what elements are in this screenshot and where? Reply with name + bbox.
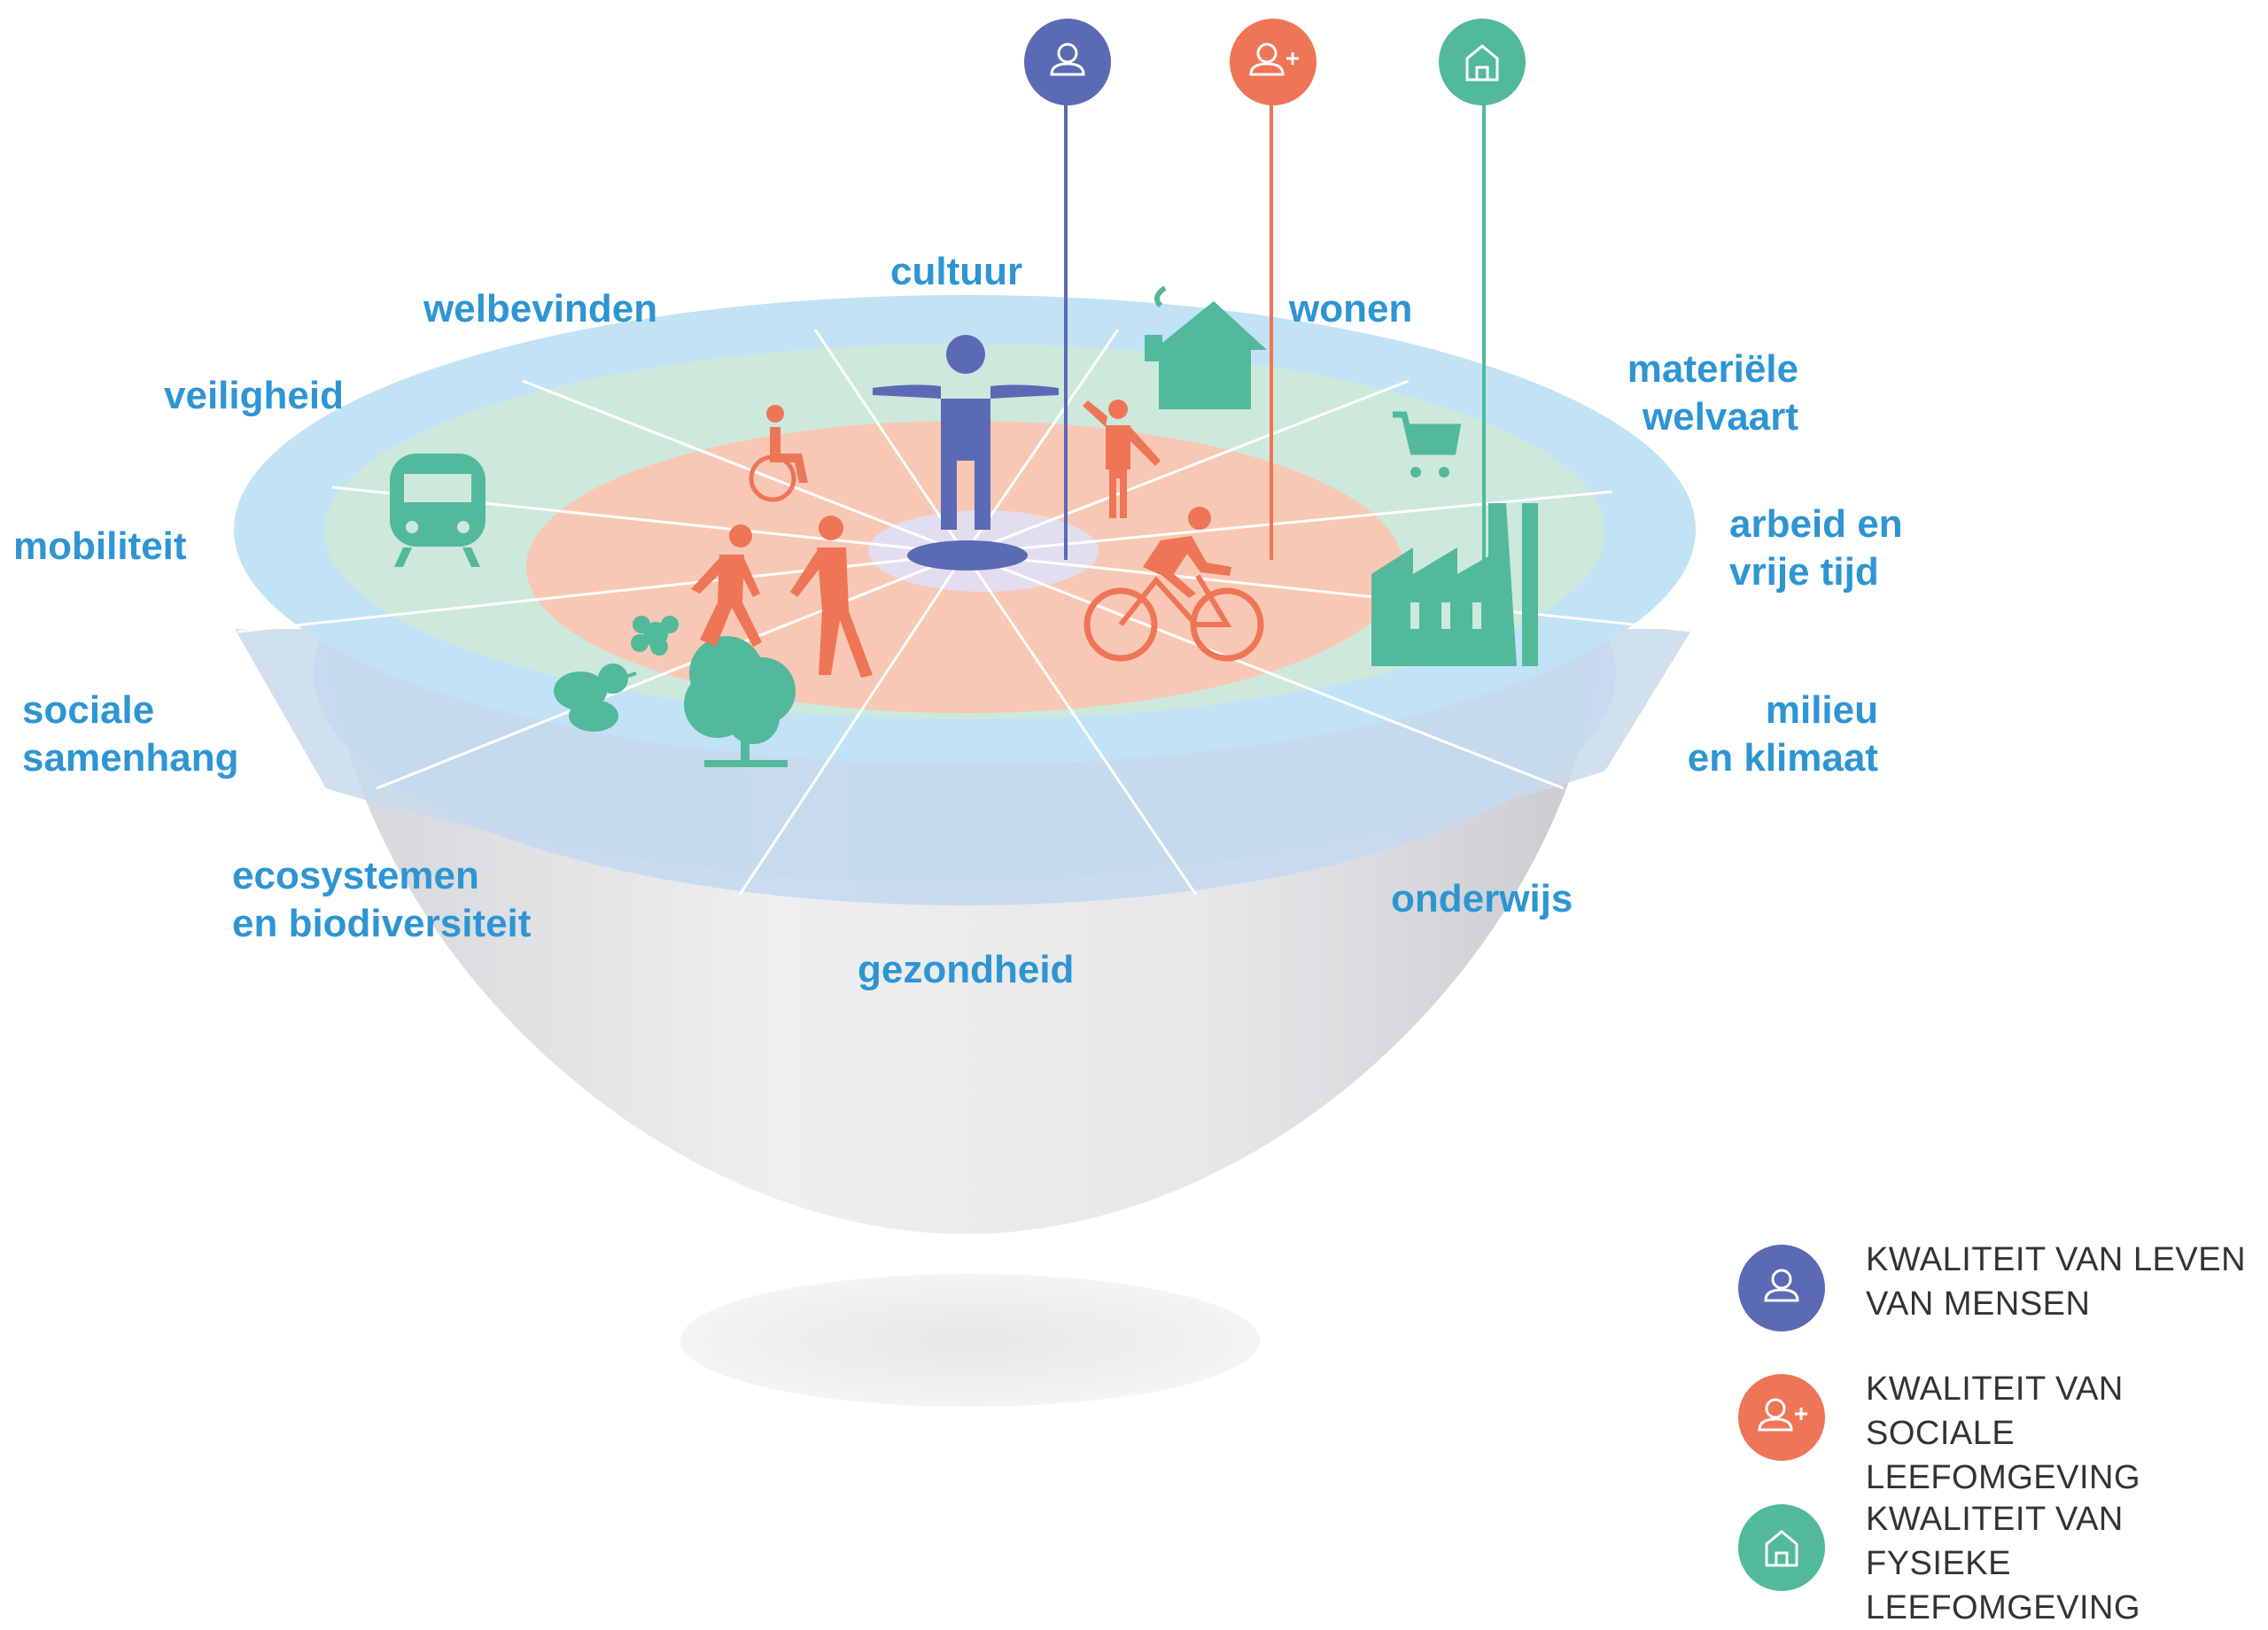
label-welbevinden: welbevinden bbox=[423, 287, 658, 330]
label-materiele: materiële bbox=[1627, 347, 1798, 391]
label-gezondheid: gezondheid bbox=[858, 948, 1075, 991]
badge-person-add bbox=[1230, 19, 1317, 105]
label-milieu-klimaat: milieu en klimaat bbox=[1688, 687, 1878, 782]
wheelchair-icon bbox=[749, 405, 808, 502]
label-cultuur: cultuur bbox=[890, 250, 1023, 293]
label-arbeid: arbeid en bbox=[1729, 502, 1903, 546]
house-icon bbox=[1145, 285, 1267, 409]
label-sociale-samenhang: sociale samenhang bbox=[22, 687, 239, 782]
waving-person-icon bbox=[1083, 400, 1161, 518]
central-person-icon bbox=[873, 335, 1059, 570]
label-mobiliteit: mobiliteit bbox=[13, 524, 187, 568]
badge-house bbox=[1439, 19, 1526, 105]
tree-icon bbox=[684, 636, 796, 767]
label-veiligheid: veiligheid bbox=[164, 374, 344, 417]
legend-item-quality-of-life: KWALITEIT VAN LEVEN VAN MENSEN bbox=[1736, 1241, 2259, 1342]
label-sociale: sociale bbox=[22, 688, 155, 732]
label-arbeid-vrije-tijd: arbeid en vrije tijd bbox=[1729, 501, 1903, 596]
label-ecosystemen-biodiversiteit: ecosystemen en biodiversiteit bbox=[232, 852, 531, 948]
label-materiele-welvaart: materiële welvaart bbox=[1627, 345, 1798, 441]
factory-icon bbox=[1371, 503, 1538, 666]
flower-icon bbox=[631, 616, 679, 656]
shopping-cart-icon bbox=[1393, 411, 1462, 477]
label-samenhang: samenhang bbox=[22, 736, 239, 780]
legend-person-add-icon bbox=[1738, 1374, 1825, 1461]
legend-person-icon bbox=[1738, 1245, 1825, 1331]
label-ecosystemen: ecosystemen bbox=[232, 854, 479, 897]
badge-person bbox=[1024, 19, 1111, 105]
legend-house-icon bbox=[1738, 1504, 1825, 1591]
legend-text: KWALITEIT VAN SOCIALE LEEFOMGEVING bbox=[1866, 1370, 2141, 1496]
legend-item-social-environment: KWALITEIT VAN SOCIALE LEEFOMGEVING bbox=[1736, 1370, 2259, 1496]
label-biodiversiteit: en biodiversiteit bbox=[232, 902, 532, 945]
walking-person-icon-2 bbox=[790, 516, 873, 678]
legend-text: KWALITEIT VAN LEVEN VAN MENSEN bbox=[1866, 1241, 2247, 1323]
label-klimaat: en klimaat bbox=[1687, 736, 1878, 780]
floor-shadow bbox=[680, 1274, 1260, 1407]
label-welvaart: welvaart bbox=[1642, 395, 1798, 439]
label-wonen: wonen bbox=[1289, 287, 1413, 330]
bee-icon bbox=[554, 664, 637, 732]
label-milieu: milieu bbox=[1765, 688, 1878, 732]
legend-text: KWALITEIT VAN FYSIEKE LEEFOMGEVING bbox=[1866, 1501, 2141, 1626]
walking-person-icon bbox=[691, 524, 762, 647]
cyclist-icon bbox=[1084, 507, 1264, 662]
wellbeing-diagram bbox=[234, 19, 1825, 1591]
label-vrije-tijd: vrije tijd bbox=[1729, 550, 1879, 594]
label-onderwijs: onderwijs bbox=[1391, 877, 1573, 920]
legend-item-physical-environment: KWALITEIT VAN FYSIEKE LEEFOMGEVING bbox=[1736, 1501, 2259, 1626]
train-icon bbox=[390, 454, 485, 567]
